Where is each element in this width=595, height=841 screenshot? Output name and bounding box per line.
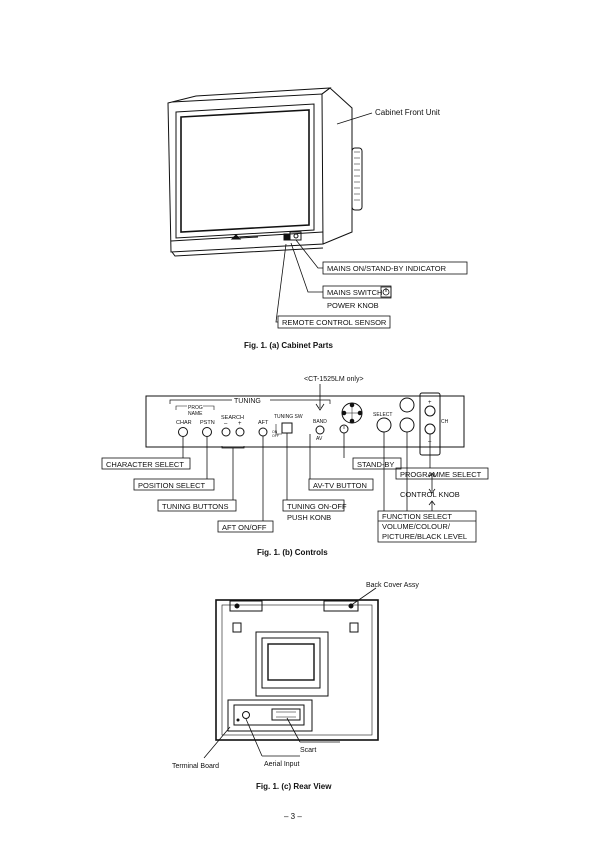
label-power-knob: POWER KNOB (327, 301, 379, 310)
label-position-select: POSITION SELECT (138, 481, 206, 490)
label-aft-onoff: AFT ON/OFF (222, 523, 267, 532)
char-label: CHAR (176, 420, 192, 426)
label-function-select: FUNCTION SELECT (382, 512, 452, 521)
name-label: NAME (188, 411, 203, 417)
band-label: BAND (313, 419, 327, 425)
tv-rear-illustration (215, 599, 379, 741)
caption-fig-1b: Fig. 1. (b) Controls (257, 548, 328, 557)
control-panel (145, 392, 465, 456)
label-character-select: CHARACTER SELECT (106, 460, 184, 469)
label-aerial-input: Aerial Input (264, 761, 299, 768)
ch-plus-label: + (428, 400, 432, 406)
note-model-only: <CT-1525LM only> (304, 376, 364, 383)
label-tuning-buttons: TUNING BUTTONS (162, 502, 229, 511)
label-av-tv-button: AV-TV BUTTON (313, 481, 367, 490)
av-label: AV (316, 436, 323, 442)
off-label: OFF (272, 434, 279, 438)
caption-fig-1c: Fig. 1. (c) Rear View (256, 782, 332, 791)
label-push-konb: PUSH KONB (287, 513, 331, 522)
label-mains-indicator: MAINS ON/STAND-BY INDICATOR (327, 264, 447, 273)
label-volume-colour: VOLUME/COLOUR/ (382, 522, 451, 531)
search-plus-label: + (238, 421, 242, 427)
label-mains-switch: MAINS SWITCH (327, 288, 382, 297)
on-label: ON (272, 430, 278, 434)
power-symbol-icon (380, 286, 392, 298)
search-minus-label: – (224, 421, 228, 427)
label-tuning-onoff: TUNING ON-OFF (287, 502, 347, 511)
search-label: SEARCH (221, 415, 244, 421)
page-number: – 3 – (284, 812, 302, 821)
label-programme-select: PROGRAMME SELECT (400, 470, 482, 479)
tv-front-illustration (167, 87, 363, 257)
label-stand-by: STAND-BY (357, 460, 394, 469)
label-picture-black-level: PICTURE/BLACK LEVEL (382, 532, 467, 541)
label-terminal-board: Terminal Board (172, 763, 219, 770)
aft-label: AFT (258, 420, 269, 426)
label-back-cover-assy: Back Cover Assy (366, 582, 419, 589)
caption-fig-1a: Fig. 1. (a) Cabinet Parts (244, 341, 333, 350)
pstn-label: PSTN (200, 420, 215, 426)
label-cabinet-front-unit: Cabinet Front Unit (375, 108, 441, 117)
select-label: SELECT (373, 412, 392, 418)
tuning-sw-label: TUNING SW (274, 414, 303, 420)
label-remote-sensor: REMOTE CONTROL SENSOR (282, 318, 387, 327)
tuning-title: TUNING (234, 398, 261, 405)
label-scart: Scart (300, 747, 316, 754)
prog-label: PROG (188, 405, 203, 411)
label-control-knob: CONTROL KNOB (400, 490, 460, 499)
ch-label: CH (441, 419, 449, 425)
